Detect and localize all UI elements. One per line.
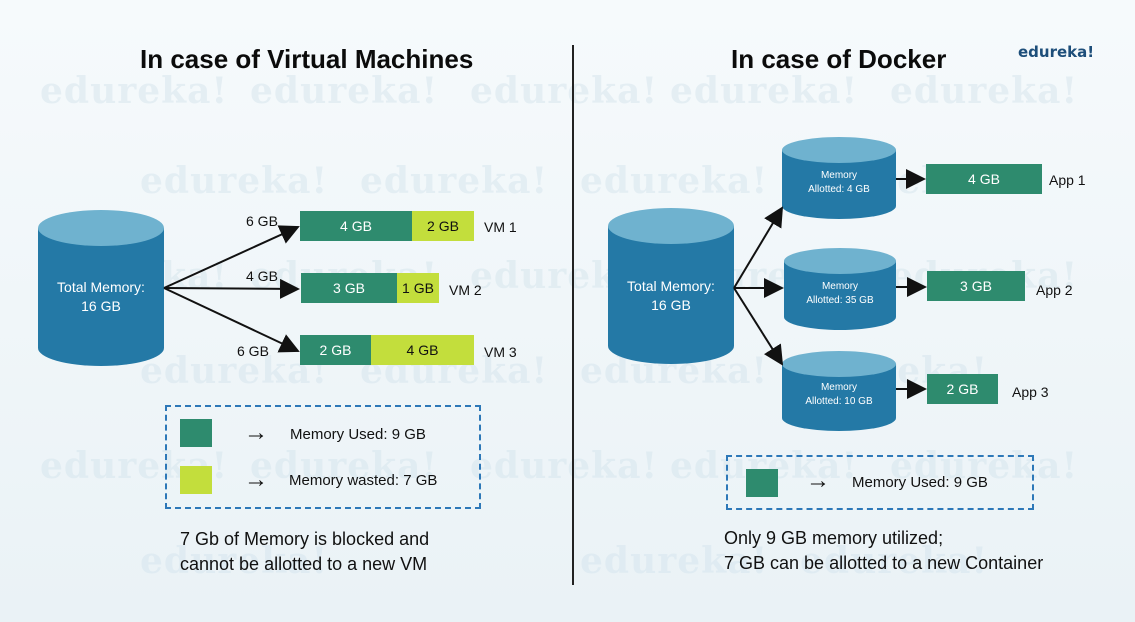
vm1-alloc: 6 GB	[246, 213, 278, 229]
app2-used-bar: 3 GB	[927, 271, 1025, 301]
vm2-label: VM 2	[449, 282, 482, 298]
allotted-text: Allotted: 35 GB	[806, 294, 874, 306]
arrow-to-vm3	[163, 287, 300, 353]
vm2-used-bar: 3 GB	[301, 273, 397, 303]
vm2-wasted-bar: 1 GB	[397, 273, 439, 303]
vm1-used-bar: 4 GB	[300, 211, 412, 241]
wasted-swatch	[180, 466, 212, 494]
total-memory-cylinder-docker	[608, 208, 734, 364]
app2-label: App 2	[1036, 282, 1073, 298]
app1-memory-label: Memory Allotted: 4 GB	[782, 169, 896, 196]
legend-used-text: Memory Used: 9 GB	[290, 426, 426, 443]
total-memory-value: 16 GB	[651, 296, 691, 313]
app-2-memory-cylinder	[784, 248, 896, 330]
edureka-logo: edureka!	[1018, 43, 1095, 61]
vm3-alloc: 6 GB	[237, 343, 269, 359]
legend-used-text: Memory Used: 9 GB	[852, 474, 988, 491]
vm-total-memory-label: Total Memory: 16 GB	[38, 278, 164, 316]
vm-note: 7 Gb of Memory is blocked and cannot be …	[180, 527, 429, 577]
vm3-used-bar: 2 GB	[300, 335, 371, 365]
right-arrow-icon: →	[244, 466, 268, 493]
docker-total-memory-label: Total Memory: 16 GB	[608, 277, 734, 315]
memory-text: Memory	[820, 170, 858, 181]
right-arrow-icon: →	[806, 467, 830, 494]
allotted-text: Allotted: 4 GB	[808, 183, 870, 195]
vm2-alloc: 4 GB	[246, 268, 278, 284]
total-memory-text: Total Memory:	[57, 279, 145, 295]
legend-wasted-text: Memory wasted: 7 GB	[289, 472, 438, 489]
app2-memory-label: Memory Allotted: 35 GB	[784, 280, 896, 307]
arrow-to-app3-cylinder	[733, 287, 784, 366]
used-swatch	[180, 419, 212, 447]
app1-label: App 1	[1049, 172, 1086, 188]
docker-title: In case of Docker	[731, 44, 947, 74]
app3-memory-label: Memory Allotted: 10 GB	[782, 381, 896, 408]
app3-used-bar: 2 GB	[927, 374, 998, 404]
total-memory-cylinder-vm	[38, 210, 164, 366]
arrow-to-vm2	[163, 278, 300, 299]
vm3-label: VM 3	[484, 344, 517, 360]
docker-legend	[726, 455, 1034, 510]
docker-note-line1: Only 9 GB memory utilized;	[724, 528, 944, 548]
used-swatch	[746, 469, 778, 497]
arrow-to-app1-cylinder	[733, 206, 784, 289]
app3-label: App 3	[1012, 384, 1049, 400]
right-arrow-icon: →	[244, 419, 268, 446]
docker-note-line2: 7 GB can be allotted to a new Container	[724, 553, 1044, 574]
allotted-text: Allotted: 10 GB	[805, 395, 873, 407]
memory-text: Memory	[820, 382, 858, 393]
vm-title: In case of Virtual Machines	[140, 44, 474, 74]
vm-note-line1: 7 Gb of Memory is blocked and	[180, 529, 430, 549]
vm1-wasted-bar: 2 GB	[412, 211, 474, 241]
vm1-label: VM 1	[484, 219, 517, 235]
total-memory-value: 16 GB	[81, 297, 121, 314]
app-3-memory-cylinder	[782, 351, 896, 431]
vm-note-line2: cannot be allotted to a new VM	[180, 554, 428, 575]
app1-used-bar: 4 GB	[926, 164, 1042, 194]
docker-note: Only 9 GB memory utilized; 7 GB can be a…	[724, 526, 1043, 576]
app-1-memory-cylinder	[782, 137, 896, 219]
vm-legend	[165, 405, 481, 509]
total-memory-text: Total Memory:	[627, 278, 715, 294]
vm3-wasted-bar: 4 GB	[371, 335, 474, 365]
memory-text: Memory	[821, 281, 859, 292]
arrow-to-vm1	[163, 225, 300, 289]
section-divider	[572, 45, 574, 585]
